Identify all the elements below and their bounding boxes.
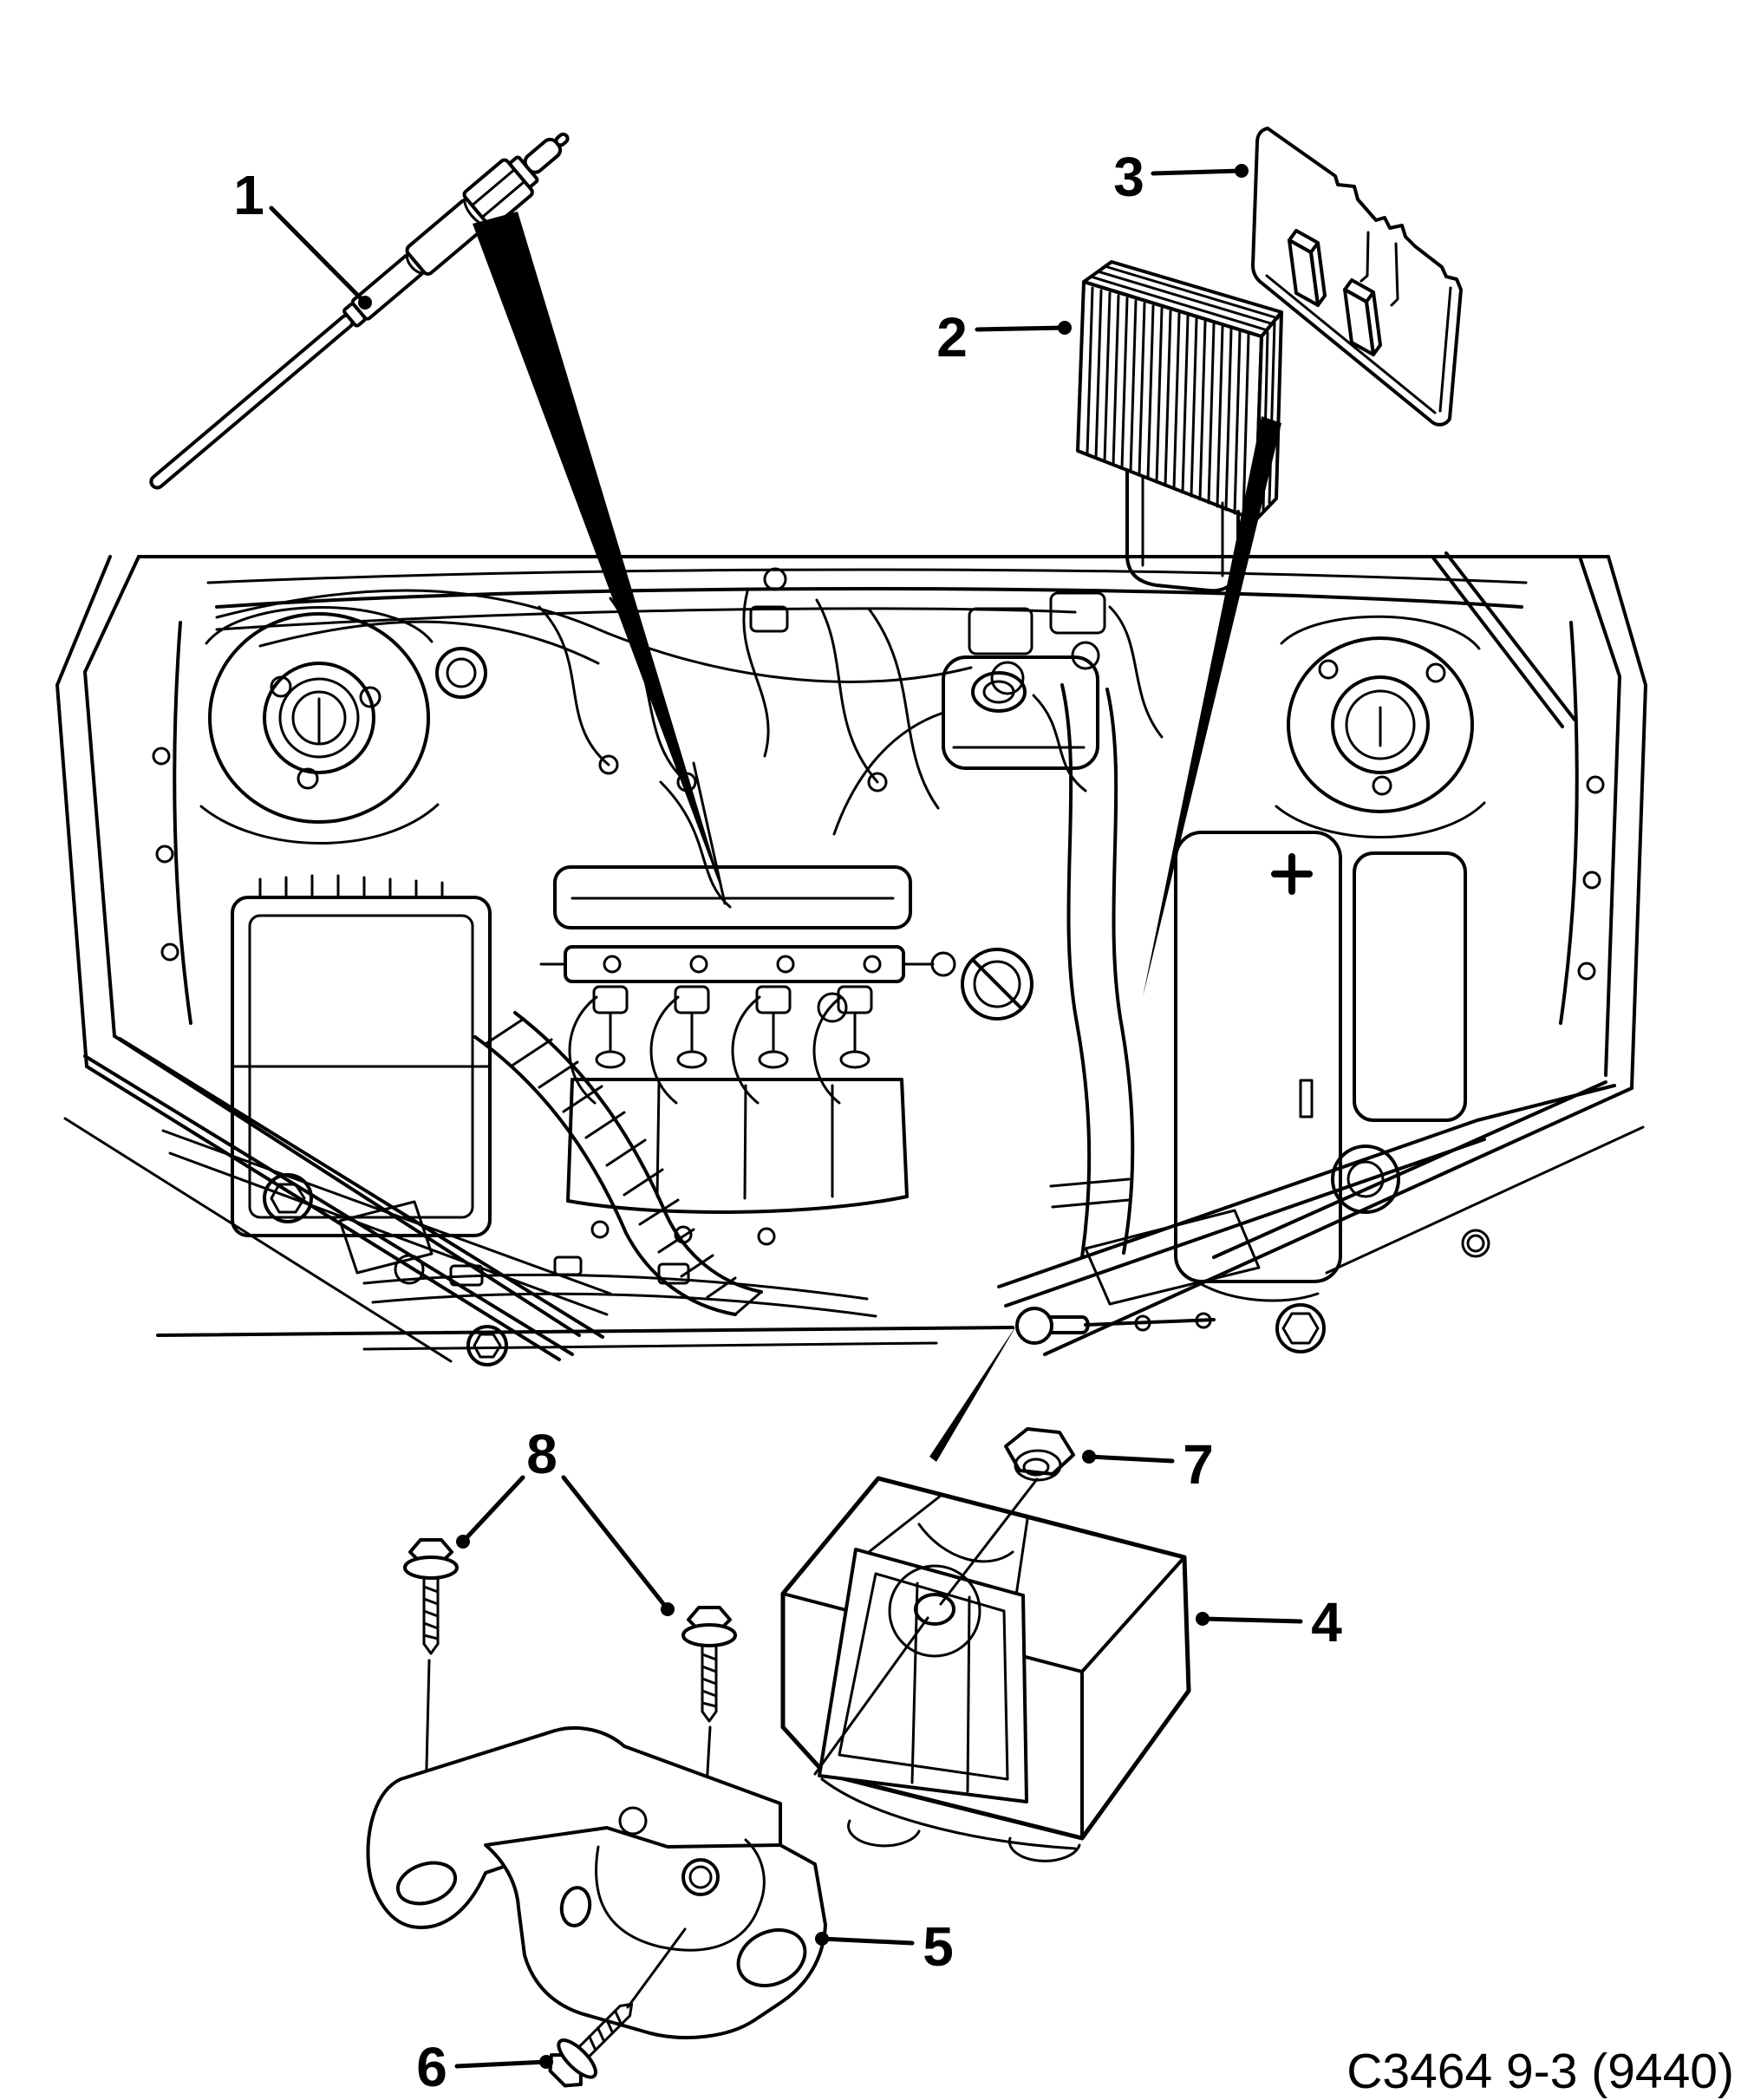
relay-box-part	[780, 1476, 1191, 1862]
mount-keyhole-slot	[1015, 1307, 1053, 1345]
harness-bottom	[362, 1255, 877, 1318]
slam-panel-left	[83, 1037, 612, 1366]
callout-5: 5	[923, 1915, 954, 1978]
intake-hose	[473, 1011, 763, 1316]
battery-plus-icon	[1271, 853, 1313, 895]
engine-bay-illustration	[55, 551, 1647, 1366]
callout-6: 6	[416, 2036, 447, 2098]
battery-cover	[1174, 831, 1467, 1302]
injector-1	[568, 985, 629, 1105]
screw-8-right	[681, 1606, 737, 1723]
callout-7: 7	[1183, 1433, 1214, 1496]
injector-4	[812, 985, 873, 1105]
callout-8: 8	[526, 1423, 558, 1485]
engine-bay-bottom-edge	[156, 1307, 1216, 1351]
callout-4: 4	[1311, 1591, 1342, 1653]
figure-caption: C3464 9-3 (9440)	[1347, 2044, 1734, 2099]
flange-nut-part	[1004, 1427, 1075, 1482]
callout-labels: 1 2 3 4 5 6 7 8	[233, 146, 1342, 2098]
callout-3: 3	[1113, 146, 1144, 208]
coolant-reservoir	[832, 655, 1099, 836]
injector-3	[731, 985, 792, 1105]
callout-leaders	[269, 164, 1303, 2069]
screw-6	[548, 2002, 634, 2088]
washer-filler-cap	[435, 647, 487, 699]
egr-turbo-cluster	[749, 567, 1164, 792]
battery-bar-icon	[1299, 1079, 1314, 1118]
hood-and-body-lines	[55, 551, 1647, 1363]
strut-tower-left	[199, 606, 440, 845]
air-filter-box	[231, 874, 492, 1237]
callout-2: 2	[936, 306, 968, 368]
strut-tower-right	[1275, 615, 1486, 838]
engine-core	[539, 683, 1135, 1259]
pointer-wedge-relay-box	[929, 1323, 1018, 1462]
callout-1: 1	[233, 164, 264, 226]
lower-frame-right	[997, 1084, 1616, 1353]
cover-plate-part	[1251, 127, 1463, 427]
screw-8-left	[403, 1538, 459, 1655]
injector-2	[649, 985, 710, 1105]
hose-tangle	[538, 590, 940, 909]
mounting-bracket-part	[366, 1725, 827, 2039]
